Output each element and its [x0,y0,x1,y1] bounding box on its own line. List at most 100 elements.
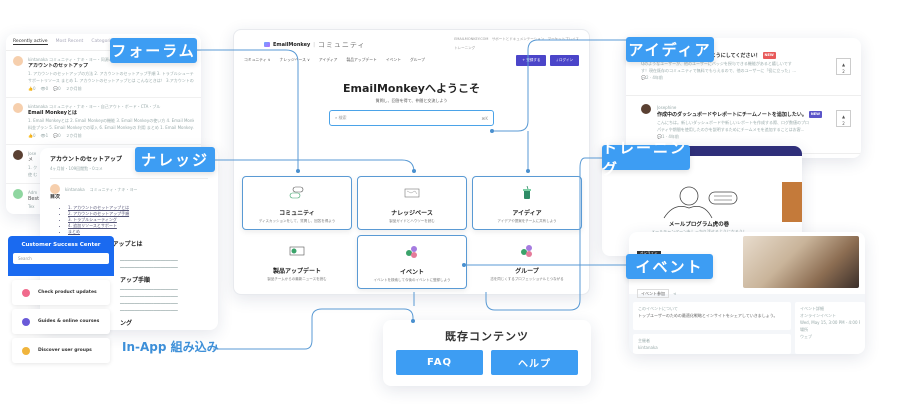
post-excerpt: サポートリソース まとめ 1. アカウントのセットアップとは こんなときは！ 3… [28,78,194,83]
widget-item-product-updates[interactable]: Check product updates [12,280,110,305]
tile-groups[interactable]: グループ 志を同じくするプロフェッショナルとつながる [472,235,582,289]
forum-tabs: Recently active Most Recent Categories [6,34,201,51]
post-excerpt: 料金プラン 5. Email Monkeyでの導入 6. Email Monke… [28,125,194,130]
post-title[interactable]: Best [28,196,40,202]
upvote-button[interactable]: ▲2 [836,110,851,127]
widget-item-user-groups[interactable]: Discover user groups [12,338,110,363]
forum-post[interactable]: kintanaka コミュニティ・ナキ・ヨー・自己アウト・ボード・CTA・ブル … [6,98,201,145]
idea-age: 4年前 [652,75,663,80]
toc-link[interactable]: 1. アカウントのセットアップとは [68,205,208,211]
idea-title[interactable]: 作成中のダッシュボードやレポートにチームノートを追加したい。 [657,112,807,118]
post-meta: 👍0 👁1 💬0 ２か月前 [28,133,194,139]
toc-link[interactable]: 2. アカウントのセットアップ手順 [68,211,208,217]
event-type-badge: オンライン [637,251,661,255]
post-title[interactable]: Email Monkeyとは [28,110,77,116]
course-title: メールプログラム虎の巻 [668,222,730,228]
article-author[interactable]: kintanaka [65,186,85,192]
headset-illustration-icon [663,186,738,219]
post-title[interactable]: メ [28,157,34,163]
detail-item: ウェブ [800,334,812,339]
avatar [13,189,23,199]
tile-title: 製品アップデート [272,268,321,275]
avatar [13,56,23,66]
nav-product-updates[interactable]: 製品アップデート [346,57,377,62]
widget-search-input[interactable]: Search [13,253,109,264]
new-badge: NEW [808,111,823,118]
tab-most-recent[interactable]: Most Recent [55,39,84,44]
idea-age: 4年前 [668,134,679,139]
post-author[interactable]: kintanaka [28,57,48,62]
share-icon[interactable]: ⋖ [673,291,677,296]
attend-event-button[interactable]: イベント参加 [637,289,669,298]
avatar [50,184,60,194]
nav-events[interactable]: イベント [385,57,402,62]
tile-ideas[interactable]: アイディア アイデアや提案をチームに共有しよう [472,176,582,230]
post-age: ２か月前 [65,133,82,138]
forum-post[interactable]: kintanaka コミュニティ・ナキ・ヨー・同源ハ アカウントのセットアップ … [6,51,201,98]
toplink-training[interactable]: トレーニング [454,46,476,50]
tile-community[interactable]: コミュニティ ディスカッションをして、質問し、回答を得よう [242,176,352,230]
comment-icon: 💬0 [53,86,61,91]
toplink-site[interactable]: EMAILMONKEY.COM [454,37,489,41]
widget-item-guides[interactable]: Guides & online courses [12,309,110,334]
nav-groups[interactable]: グループ [410,57,425,62]
hero-title: EmailMonkeyへようこそ [343,82,480,95]
toc-link[interactable]: まとめ [68,229,208,235]
comment-icon: 💬0 [53,133,61,138]
tile-knowledge-base[interactable]: ナレッジベース 製品ガイドとハウツーを読む [357,176,467,230]
upvote-button[interactable]: ▲2 [836,58,851,75]
like-icon[interactable]: 👍0 [28,133,36,138]
forum-post[interactable]: Adm Best Tex [6,184,201,214]
event-host-panel: 主催者 kintanaka [633,334,791,354]
help-button[interactable]: ヘルプ [491,350,578,375]
tab-categories[interactable]: Categories [91,39,116,44]
label-in-app-embed: In-App 組み込み [122,340,219,354]
details-label: イベント詳細 [800,306,824,311]
post-author[interactable]: kintanaka [28,104,48,109]
tile-product-updates[interactable]: 製品アップデート 製品チームからの最新ニュースを読む [242,235,352,289]
tile-desc: イベントを検索して今後のイベントに登録しよう [373,278,451,282]
section-heading: アップ手順 [120,277,151,284]
customer-success-center-widget: Customer Success Center Search Check pro… [8,236,114,363]
nav-knowledge-base[interactable]: ナレッジベース ∨ [279,57,310,62]
post-author[interactable]: Adm [28,190,38,195]
post-path: コミュニティ・ナキ・ヨー・自己アウト・ボード・CTA・ブル [48,104,161,109]
idea-excerpt: Qのようなユーザーが、他のユーザーにバッジを授与できる機能があると嬉しいです [641,61,792,66]
toplink-support[interactable]: サポートとドキュメンテーション [491,37,545,41]
login-button[interactable]: ⤓ ログイン [550,54,579,66]
idea-author[interactable]: Josephine [657,105,677,110]
nav-ideas[interactable]: アイディア [318,57,338,62]
existing-content-title: 既存コンテンツ [445,330,529,343]
post-path: コミュニティ・ナキ・ヨー・同源ハ [48,57,113,62]
tile-events[interactable]: イベント イベントを検索して今後のイベントに登録しよう [357,235,467,289]
register-button[interactable]: + 登録する [516,54,547,66]
tile-desc: 志を同じくするプロフェッショナルとつながる [490,277,564,281]
brand[interactable]: EmailMonkey | コミュニティ [264,37,366,52]
detail-item: 場所 [800,327,808,332]
label-knowledge: ナレッジ [135,147,215,172]
toc-link[interactable]: 4. 追加リソースとサポート [68,223,208,229]
nav-community[interactable]: コミュニティ ∨ [244,57,271,62]
post-title[interactable]: アカウントのセットアップ [28,63,89,69]
post-author[interactable]: Jose [28,151,37,156]
community-search-input[interactable]: ⌕ 検索 ⌘K [329,110,494,126]
like-icon[interactable]: 👍0 [28,86,36,91]
hero-subtitle: 質問し、回答を得て、仲間と交流しよう [375,98,448,103]
top-links: EMAILMONKEY.COM サポートとドキュメンテーション マーケットプレイ… [454,35,579,52]
idea-excerpt: す！現在既存のコミュニティで無料でもらえるので、他のユーザーに「役に立った」..… [641,68,797,73]
detail-item: オンラインイベント [800,313,836,318]
toplink-marketplace[interactable]: マーケットプレイス [547,37,579,41]
post-excerpt: 1. アカウントのセットアップの方法 2. アカウントのセットアップ手順 3. … [28,71,194,76]
search-shortcut: ⌘K [481,115,488,121]
widget-item-label: Guides & online courses [38,319,100,324]
host-name[interactable]: kintanaka [638,345,658,350]
events-people-icon [406,246,417,258]
toc-link[interactable]: 3. トラブルシューティング [68,217,208,223]
tab-recently-active[interactable]: Recently active [13,39,48,45]
idea-excerpt: パティや期間を使用したのかを説明するためにチームメモを追加することはお客... [657,127,805,132]
faq-button[interactable]: FAQ [396,350,483,375]
community-home-panel: EmailMonkey | コミュニティ EMAILMONKEY.COM サポー… [233,29,590,295]
search-icon: ⌕ [335,115,338,120]
label-events: イベント [626,254,713,279]
